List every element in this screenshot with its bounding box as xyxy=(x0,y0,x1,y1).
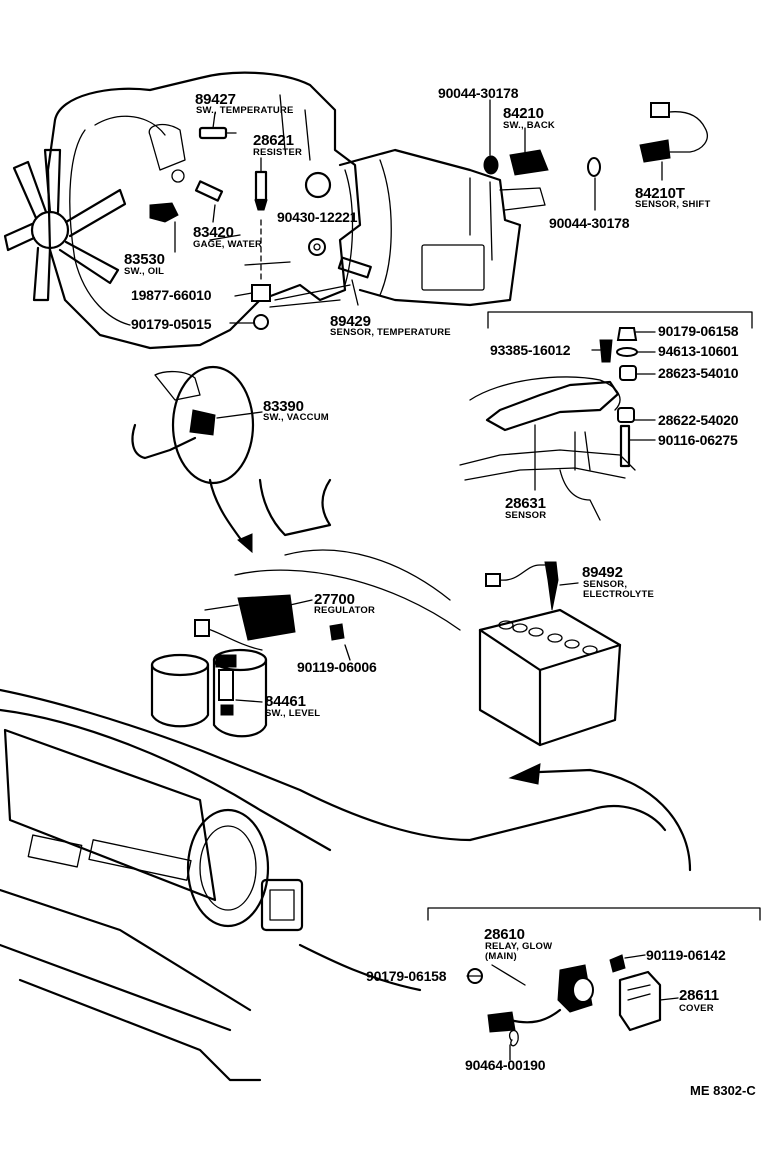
part-number: 84210T xyxy=(635,185,685,202)
part-name: RESISTER xyxy=(253,147,302,158)
part-number: 90179-05015 xyxy=(131,316,212,332)
arrow-to-battery xyxy=(538,768,692,872)
transmission-drawing xyxy=(338,148,546,307)
arrow-to-body xyxy=(208,478,247,547)
part-number: 94613-10601 xyxy=(658,343,739,359)
part-number: 83390 xyxy=(263,398,304,415)
part-number: 90430-12221 xyxy=(277,209,358,225)
part-number: 90179-06158 xyxy=(366,968,447,984)
level-switch-part xyxy=(150,648,268,738)
part-number: 27700 xyxy=(314,591,355,608)
part-name: SENSOR, xyxy=(583,579,627,590)
gage-water-part xyxy=(194,180,224,223)
part-number: 90179-06158 xyxy=(658,323,739,339)
part-number: 89427 xyxy=(195,91,236,108)
part-number: 28610 xyxy=(484,926,525,943)
part-number: 84210 xyxy=(503,105,544,122)
screw-90119-06006-part xyxy=(329,623,351,661)
part-number: 28611 xyxy=(679,987,719,1004)
battery-drawing xyxy=(478,608,622,747)
part-name: (MAIN) xyxy=(485,951,517,962)
part-name: SW., BACK xyxy=(503,120,555,131)
sensor-bracket-group xyxy=(459,311,753,521)
part-number: 83530 xyxy=(124,251,165,268)
part-name: SW., TEMPERATURE xyxy=(196,105,294,116)
part-name: SENSOR, TEMPERATURE xyxy=(330,327,451,338)
part-number: 90119-06142 xyxy=(646,947,726,963)
part-number: 90044-30178 xyxy=(549,215,630,231)
part-name: SENSOR xyxy=(505,510,546,521)
part-number: 90464-00190 xyxy=(465,1057,546,1073)
part-name: SENSOR, SHIFT xyxy=(635,199,710,210)
part-name: SW., LEVEL xyxy=(265,708,320,719)
part-name: ELECTROLYTE xyxy=(583,589,654,600)
diagram-reference-code: ME 8302-C xyxy=(690,1083,756,1098)
resister-part xyxy=(254,157,268,281)
electrolyte-sensor-part xyxy=(485,561,579,611)
part-number: 28621 xyxy=(253,132,294,149)
part-name: REGULATOR xyxy=(314,605,375,616)
part-name: GAGE, WATER xyxy=(193,239,262,250)
vehicle-body-drawing xyxy=(0,478,667,1082)
part-number: 28622-54020 xyxy=(658,412,739,428)
part-name: SW., VACCUM xyxy=(263,412,329,423)
part-number: 89492 xyxy=(582,564,623,581)
90430-12221-part xyxy=(308,238,326,256)
part-number: 90119-06006 xyxy=(297,659,377,675)
part-number: 28623-54010 xyxy=(658,365,739,381)
sw-back-part xyxy=(483,99,549,176)
part-number: 83420 xyxy=(193,224,234,241)
glow-relay-group xyxy=(427,907,761,1061)
sensor-shift-part xyxy=(639,102,708,181)
washer-90044-part xyxy=(587,157,601,211)
19877-66010-part xyxy=(234,284,271,302)
part-number: 90044-30178 xyxy=(438,85,519,101)
part-number: 84461 xyxy=(265,693,306,710)
part-name: RELAY, GLOW xyxy=(485,941,552,952)
part-number: 90116-06275 xyxy=(658,432,738,448)
engine-drawing xyxy=(3,71,546,350)
part-name: SW., OIL xyxy=(124,266,164,277)
sensor-temperature-part xyxy=(269,256,372,308)
sw-temperature-part xyxy=(198,112,237,140)
part-name: COVER xyxy=(679,1003,714,1014)
regulator-part xyxy=(194,594,313,651)
part-number: 28631 xyxy=(505,495,546,512)
fan-drawing xyxy=(3,148,127,302)
part-number: 19877-66010 xyxy=(131,287,212,303)
vacuum-booster-drawing xyxy=(131,365,263,485)
sw-oil-part xyxy=(149,202,179,253)
part-number: 89429 xyxy=(330,313,371,330)
90179-05015-part xyxy=(229,314,269,330)
part-number: 93385-16012 xyxy=(490,342,571,358)
part-labels: 89427 SW., TEMPERATURE 28621 RESISTER 83… xyxy=(124,85,756,1098)
